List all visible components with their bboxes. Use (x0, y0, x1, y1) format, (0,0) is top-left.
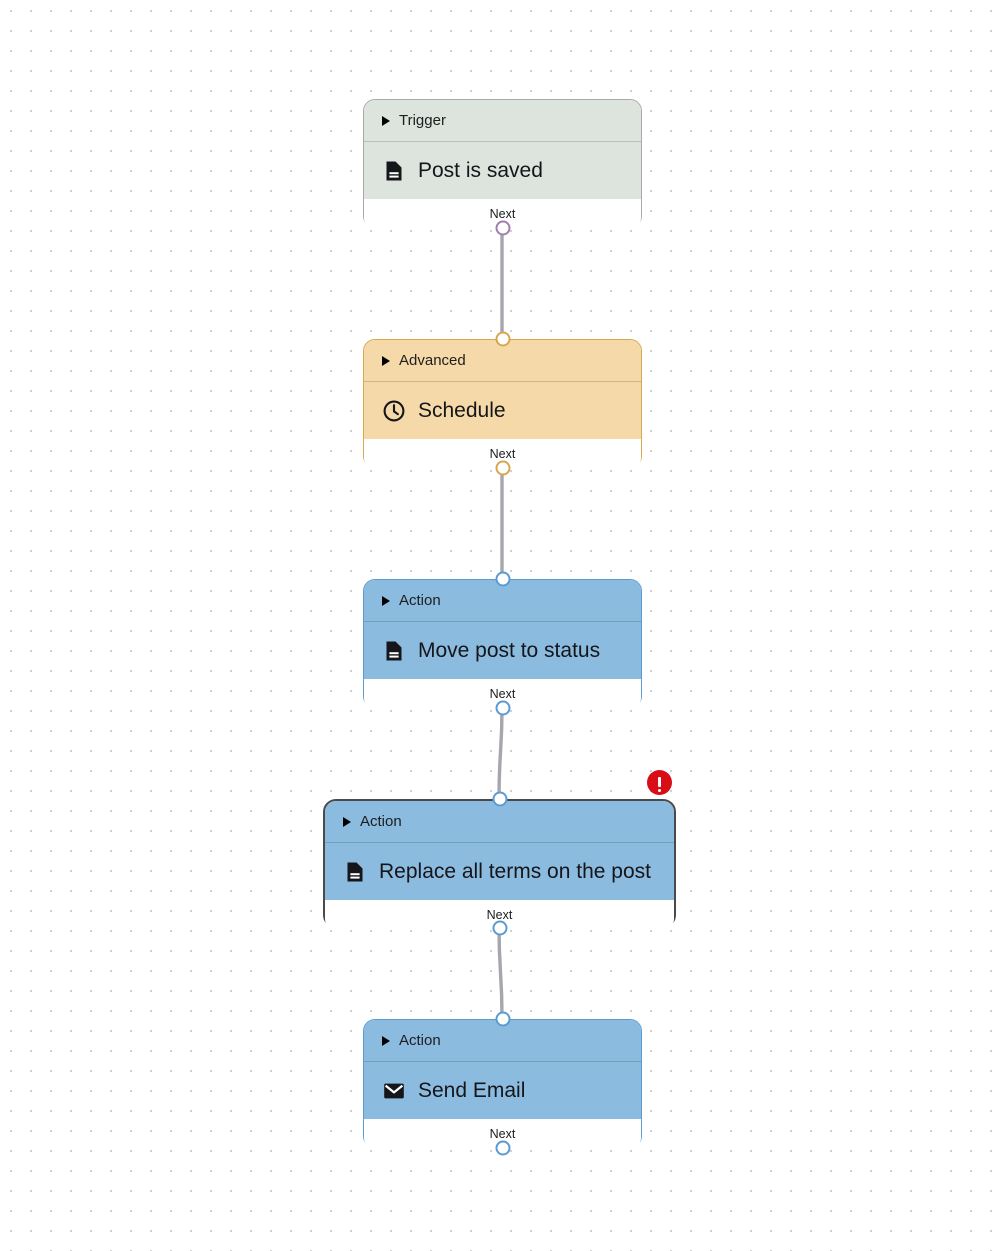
node-header[interactable]: Advanced (364, 340, 641, 381)
output-port-action-replace-all-terms-on-the-post[interactable] (492, 920, 507, 936)
node-title-label: Replace all terms on the post (379, 859, 651, 883)
clock-icon (382, 399, 406, 423)
output-port-action-move-post-to-status[interactable] (495, 700, 510, 716)
exclamation-mark (657, 776, 662, 792)
node-body[interactable]: Replace all terms on the post (325, 842, 674, 900)
node-category-label: Action (360, 813, 402, 830)
node-title-label: Send Email (418, 1078, 526, 1102)
node-header[interactable]: Action (325, 801, 674, 842)
node-category-label: Advanced (399, 352, 466, 369)
node-header[interactable]: Trigger (364, 100, 641, 141)
input-port-action-send-email[interactable] (495, 1011, 510, 1027)
node-header[interactable]: Action (364, 1020, 641, 1061)
caret-right-icon[interactable] (382, 1035, 390, 1046)
node-body[interactable]: Post is saved (364, 141, 641, 199)
document-icon (382, 159, 406, 183)
caret-right-icon[interactable] (343, 816, 351, 827)
next-label: Next (489, 447, 516, 461)
node-title-label: Schedule (418, 398, 506, 422)
next-label: Next (486, 908, 513, 922)
node-body[interactable]: Schedule (364, 381, 641, 439)
caret-right-icon[interactable] (382, 595, 390, 606)
envelope-icon (382, 1079, 406, 1103)
next-label: Next (489, 687, 516, 701)
node-body[interactable]: Send Email (364, 1061, 641, 1119)
caret-right-icon[interactable] (382, 355, 390, 366)
next-label: Next (489, 207, 516, 221)
error-badge-icon[interactable] (647, 770, 672, 795)
next-label: Next (489, 1127, 516, 1141)
output-port-advanced-schedule[interactable] (495, 460, 510, 476)
node-category-label: Action (399, 592, 441, 609)
node-category-label: Action (399, 1032, 441, 1049)
input-port-action-move-post-to-status[interactable] (495, 571, 510, 587)
node-header[interactable]: Action (364, 580, 641, 621)
edge-action-move-post-to-status-to-action-replace-all-terms-on-the-post[interactable] (497, 706, 504, 799)
input-port-action-replace-all-terms-on-the-post[interactable] (492, 791, 507, 807)
input-port-advanced-schedule[interactable] (495, 331, 510, 347)
node-body[interactable]: Move post to status (364, 621, 641, 679)
document-icon (382, 639, 406, 663)
output-port-trigger-post-is-saved[interactable] (495, 220, 510, 236)
edge-action-replace-all-terms-on-the-post-to-action-send-email[interactable] (497, 926, 504, 1019)
node-footer-next[interactable]: Next (364, 679, 641, 709)
node-title-label: Move post to status (418, 638, 601, 662)
output-port-action-send-email[interactable] (495, 1140, 510, 1156)
node-category-label: Trigger (399, 112, 446, 129)
caret-right-icon[interactable] (382, 115, 390, 126)
document-icon (343, 860, 367, 884)
node-title-label: Post is saved (418, 158, 543, 182)
